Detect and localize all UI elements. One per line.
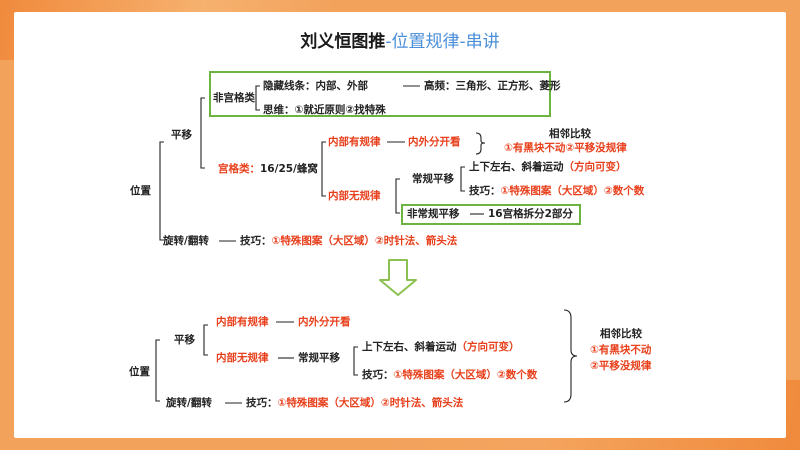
node-pingyi-bottom: 平移 [174, 334, 195, 346]
jiqiao-1-bottom: ①特殊图案（大区域） [393, 369, 497, 381]
node-neiwai: 内外分开看 [408, 136, 461, 148]
node-gongge: 宫格类：16/25/蜂窝 [218, 162, 318, 176]
bracket-weizhi [159, 141, 164, 241]
node-jiqiao: 技巧：①特殊图案（大区域）②数个数 [469, 184, 644, 198]
node-youhei-bottom: ①有黑块不动 [590, 344, 652, 356]
xz-jiqiao-label: 技巧： [240, 235, 272, 247]
xz-jiqiao-2-bottom: ②时针法、箭头法 [380, 397, 464, 409]
xz-jiqiao-1: ①特殊图案（大区域） [271, 235, 375, 247]
node-neibu-you: 内部有规律 [328, 136, 381, 148]
node-xuanzhuan-bottom: 旋转/翻转 [166, 397, 212, 409]
bracket-neibuwu [395, 178, 400, 214]
down-arrow-icon [379, 259, 417, 296]
node-pingyi-mei-bottom: ②平移没规律 [590, 360, 652, 372]
gongge-types: 16/25/蜂窝 [260, 163, 318, 175]
node-xz-jiqiao: 技巧：①特殊图案（大区域）②时针法、箭头法 [240, 234, 457, 248]
jiqiao-2: ②数个数 [603, 185, 645, 197]
page-title: 刘义恒图推-位置规律-串讲 [14, 30, 786, 54]
pingyi-mei-text: ②平移没规律 [565, 142, 627, 154]
node-fei-gongge: 非宫格类 [213, 92, 255, 104]
highlight-box-feichanggui [401, 204, 581, 225]
node-neibu-wu: 内部无规律 [328, 190, 381, 202]
node-siwei: 思维：①就近原则②找特殊 [263, 104, 386, 116]
youhei-text: ①有黑块不动 [504, 142, 566, 154]
shangxia-text-bottom: 上下左右、斜着运动 [362, 341, 457, 353]
title-sub: -位置规律-串讲 [385, 32, 500, 52]
bracket-pingyi [200, 97, 205, 169]
node-neibu-you-bottom: 内部有规律 [216, 316, 269, 328]
node-shangxia: 上下左右、斜着运动（方向可变） [469, 160, 627, 174]
xz-jiqiao-1-bottom: ①特殊图案（大区域） [277, 397, 381, 409]
jiqiao-label: 技巧： [469, 185, 501, 197]
title-main: 刘义恒图推 [300, 32, 386, 52]
bracket-weizhi-bottom [155, 339, 160, 402]
xz-jiqiao-2: ②时针法、箭头法 [374, 235, 458, 247]
node-xiangling-bottom: 相邻比较 [600, 328, 642, 340]
jiqiao-1: ①特殊图案（大区域） [500, 185, 604, 197]
node-changgui: 常规平移 [412, 173, 454, 185]
diagram-connectors [155, 71, 581, 404]
shangxia-text: 上下左右、斜着运动 [469, 161, 564, 173]
jiqiao-label-bottom: 技巧： [362, 369, 394, 381]
node-weizhi: 位置 [130, 185, 151, 197]
xz-jiqiao-label-bottom: 技巧： [246, 397, 278, 409]
node-neiwai-bottom: 内外分开看 [298, 316, 351, 328]
bracket-changgui-bottom [353, 346, 358, 376]
node-xuanzhuan: 旋转/翻转 [163, 235, 209, 247]
node-xz-jiqiao-bottom: 技巧：①特殊图案（大区域）②时针法、箭头法 [246, 396, 463, 410]
node-xiangling: 相邻比较 [549, 128, 591, 140]
node-neibu-wu-bottom: 内部无规律 [216, 352, 269, 364]
node-feichanggui: 非常规平移 [407, 208, 460, 220]
slide-canvas: 刘义恒图推-位置规律-串讲 [14, 12, 786, 438]
bracket-changgui [460, 166, 465, 192]
node-changgui-bottom: 常规平移 [298, 352, 340, 364]
brace-large [563, 309, 578, 403]
node-weizhi-bottom: 位置 [129, 366, 150, 378]
brace-small [475, 132, 486, 155]
node-gaopin: 高频：三角形、正方形、菱形 [424, 80, 561, 92]
jiqiao-2-bottom: ②数个数 [496, 369, 538, 381]
bracket-feigongge [255, 85, 260, 111]
fangxiang-text: （方向可变） [563, 161, 627, 173]
bracket-gongge [321, 141, 326, 197]
bracket-pingyi-bottom [203, 324, 208, 356]
highlight-box-feigongge [209, 71, 551, 117]
fangxiang-text-bottom: （方向可变） [456, 341, 520, 353]
gongge-label: 宫格类： [218, 163, 260, 175]
node-shiliu: 16宫格拆分2部分 [488, 208, 573, 220]
node-youhei-pingyi: ①有黑块不动②平移没规律 [504, 141, 627, 155]
node-yincang: 隐藏线条：内部、外部 [263, 80, 368, 92]
node-jiqiao-bottom: 技巧：①特殊图案（大区域）②数个数 [362, 368, 537, 382]
node-shangxia-bottom: 上下左右、斜着运动（方向可变） [362, 340, 520, 354]
node-pingyi: 平移 [171, 129, 192, 141]
